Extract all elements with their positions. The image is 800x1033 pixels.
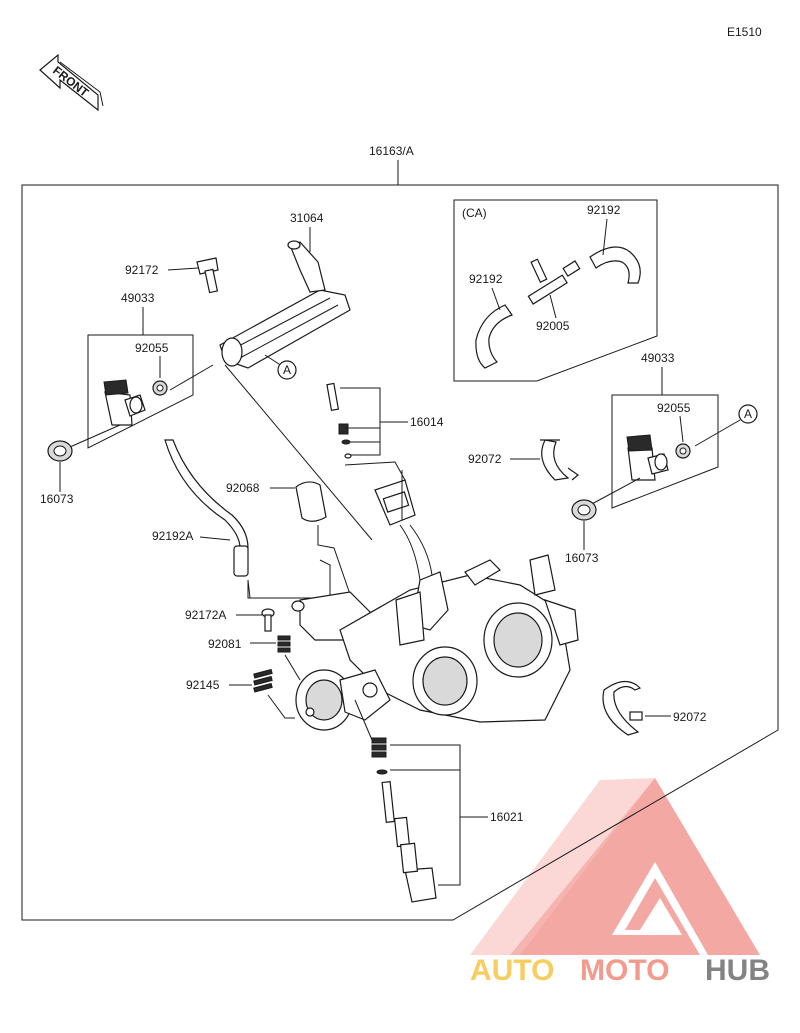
label-92072-top: 92072: [468, 452, 502, 466]
bracket-49033-left: [87, 334, 194, 449]
label-16014: 16014: [410, 415, 444, 429]
ref-marker-a-left: [277, 360, 297, 380]
sensor-49033-left: [103, 379, 146, 426]
throttle-body: [291, 479, 579, 731]
label-92172: 92172: [125, 263, 159, 277]
clamp-92072-bottom: [602, 680, 643, 736]
hose-92192-mid: [475, 304, 513, 369]
label-92055-right: 92055: [657, 401, 691, 415]
ref-marker-a-right-text: A: [744, 407, 752, 421]
watermark-moto: MOTO: [580, 954, 669, 987]
label-92145: 92145: [186, 678, 220, 692]
label-92055-left: 92055: [135, 341, 169, 355]
label-92192-top: 92192: [587, 203, 621, 217]
watermark-triangle-inner-icon: [470, 778, 655, 955]
watermark-auto: AUTO: [470, 954, 554, 987]
hose-92192A: [164, 439, 249, 577]
hose-92192-top: [589, 246, 641, 284]
front-arrow-icon: FRONT: [39, 53, 104, 112]
ca-label: (CA): [462, 206, 487, 220]
label-16073-left: 16073: [40, 492, 74, 506]
part-16014-set: [326, 382, 352, 459]
sensor-49033-right: [626, 434, 669, 481]
part-92172-bolt: [196, 257, 219, 294]
label-92072-bottom: 92072: [673, 710, 707, 724]
label-92068: 92068: [226, 481, 260, 495]
label-92192-mid: 92192: [469, 272, 503, 286]
label-49033-left: 49033: [121, 291, 155, 305]
label-92081: 92081: [208, 637, 242, 651]
washer-16073-right: [571, 499, 597, 521]
spring-92081: [277, 635, 291, 653]
label-16021: 16021: [490, 810, 524, 824]
label-92172A: 92172A: [185, 608, 226, 622]
label-92192A: 92192A: [152, 529, 193, 543]
label-49033-right: 49033: [641, 351, 675, 365]
cap-92068: [295, 481, 327, 522]
diagram-code: E1510: [727, 25, 762, 39]
assembly-border: [21, 184, 779, 921]
ref-marker-a-left-text: A: [283, 363, 291, 377]
adjuster-16021: [371, 737, 437, 903]
watermark-hub: HUB: [705, 954, 770, 987]
bracket-49033-right: [611, 394, 719, 509]
clamp-92072-top: [540, 439, 579, 481]
watermark-triangle-icon: [510, 778, 760, 955]
ref-marker-a-right: [738, 404, 758, 424]
washer-16073-left: [47, 440, 73, 462]
label-31064: 31064: [290, 211, 324, 225]
part-31064-rail: [219, 240, 351, 369]
label-92005: 92005: [536, 319, 570, 333]
spring-92145: [253, 668, 273, 693]
assembly-label: 16163/A: [369, 144, 414, 158]
joint-92005: [527, 258, 581, 305]
ca-box: (CA) 92192 92192 92005: [453, 199, 658, 382]
label-16073-right: 16073: [565, 551, 599, 565]
bolt-92172A: [261, 608, 275, 632]
watermark-logo: AUTO MOTO HUB: [470, 778, 770, 987]
